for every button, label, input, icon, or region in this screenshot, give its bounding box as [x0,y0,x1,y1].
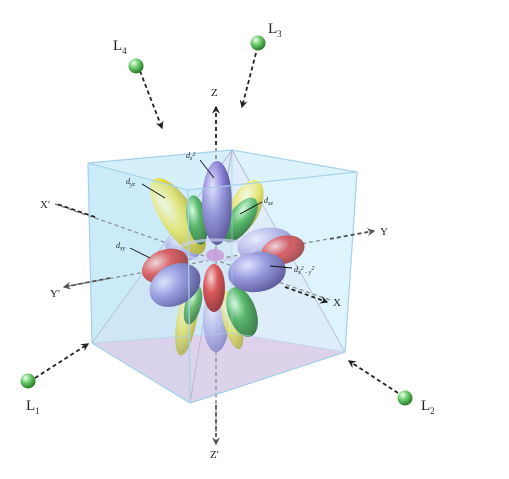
tetrahedron-bottom-plane-front [92,343,345,403]
ligand-label-l2: L2 [421,398,435,416]
center-node [206,249,224,261]
x-arrow [284,286,329,304]
orbital-label-dx2y2: dx2 - y2 [294,265,314,276]
cube-edges [87,149,358,404]
axis-label-x: X [333,297,341,309]
l2-arrow [347,360,399,394]
dxy-front-lower-lobe [204,264,224,310]
axis-label-z: Z [211,87,218,99]
cube-front-left-face [88,163,190,403]
ligand-l1-ball [20,373,36,389]
y-neg-arrow [62,277,111,290]
ligand-l3-ball [250,35,266,51]
ligand-label-l4: L4 [113,38,127,56]
l3-arrow [239,52,257,109]
dx2y2-front-left-lobe [149,263,201,307]
axis-label-y: Y [380,226,388,238]
dx2y2-front-right-lobe [228,251,286,293]
axis-label-z-neg: Z' [210,449,219,461]
axis-label-x-neg: X' [40,199,50,211]
dz2-upper-lobe [202,161,232,245]
axis-arrows [56,105,376,446]
ligands [20,35,413,406]
orbital-label-dxz: dxz [264,196,274,207]
l4-arrow [139,70,164,130]
orbital-label-dz2: dz2 [186,151,195,162]
cube-front-right-face [188,172,357,403]
ligand-arrows [34,52,399,394]
l1-arrow [34,343,90,379]
orbital-label-dxy: dxy [116,241,126,252]
ligand-label-l1: L1 [26,398,40,416]
ligand-l2-ball [397,390,413,406]
orbital-pointers [129,159,293,269]
ligand-label-l3: L3 [268,21,282,39]
y-arrow [329,228,376,240]
orbital-label-dyz: dyz [126,177,136,188]
orbitals-front [141,248,286,310]
ligand-l4-ball [128,58,144,74]
axis-label-y-neg: Y' [50,288,60,300]
dxz-lower-lobe [226,287,258,337]
